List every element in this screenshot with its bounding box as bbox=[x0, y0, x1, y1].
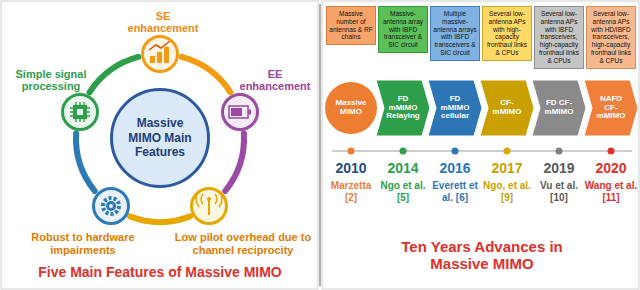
ring-arc bbox=[182, 57, 231, 92]
timeline-dot bbox=[400, 148, 407, 155]
center-title: Massive MIMO Main Features bbox=[121, 116, 199, 159]
milestone-text: CF-mMIMO bbox=[490, 99, 524, 117]
reference-label: Ngo et al. [5] bbox=[376, 180, 430, 203]
timeline-dot bbox=[608, 148, 615, 155]
chevron-fill bbox=[532, 80, 586, 136]
feature-icon: Simple signal processing bbox=[61, 93, 99, 131]
box-text: Massive number of antennas & RF chains bbox=[329, 10, 373, 41]
milestone-text: Massive MIMO bbox=[330, 99, 372, 117]
panel-caption: Five Main Features of Massive MIMO bbox=[10, 264, 310, 280]
box-text: Several low-antenna APs with high-capaci… bbox=[485, 10, 529, 57]
milestone-text: FD mMIMO Relaying bbox=[386, 95, 420, 121]
feature-label: Low pilot overhead due to channel recipr… bbox=[173, 231, 313, 256]
timeline-dot bbox=[504, 148, 511, 155]
feature-label: EE enhancement bbox=[235, 68, 315, 93]
reference-label: Wang et al. [11] bbox=[584, 180, 638, 203]
robust-icon bbox=[94, 189, 128, 223]
feature-icon: Robust to hardware impairments bbox=[92, 187, 130, 225]
timeline bbox=[332, 150, 632, 152]
year-label: 2010 bbox=[324, 160, 378, 176]
description-box: Several low-antenna APs with high-capaci… bbox=[482, 6, 532, 61]
timeline-dot bbox=[556, 148, 563, 155]
feature-label: Simple signal processing bbox=[11, 68, 91, 93]
milestone-text: NAFD CF-mMIMO bbox=[594, 95, 628, 121]
pilot-icon bbox=[192, 189, 226, 223]
year-label: 2017 bbox=[480, 160, 534, 176]
milestone-arrow: FD mMIMO Relaying bbox=[376, 80, 430, 136]
feature-icon: SE enhancement bbox=[141, 35, 179, 73]
feature-label: SE enhancement bbox=[123, 10, 203, 35]
chip-icon bbox=[63, 95, 97, 129]
ring-arc bbox=[225, 134, 244, 191]
left-panel-frame bbox=[1, 1, 318, 289]
feature-label: Robust to hardware impairments bbox=[23, 231, 143, 256]
description-box: Several low-antenna APs with HD/IBFD tra… bbox=[586, 6, 636, 69]
milestone-arrow: CF-mMIMO bbox=[480, 80, 534, 136]
panel-caption: Ten Years Advances in Massive MIMO bbox=[382, 238, 582, 273]
reference-label: Everett et al. [6] bbox=[428, 180, 482, 203]
description-box: Massive-antenna array with IBFD transcei… bbox=[378, 6, 428, 53]
timeline-dot bbox=[348, 148, 355, 155]
feature-icon: Low pilot overhead due to channel recipr… bbox=[190, 187, 228, 225]
year-label: 2019 bbox=[532, 160, 586, 176]
right-panel-frame bbox=[322, 1, 639, 289]
box-text: Massive-antenna array with IBFD transcei… bbox=[381, 10, 425, 49]
feature-icon: EE enhancement bbox=[221, 93, 259, 131]
ee-icon bbox=[223, 95, 257, 129]
milestone-arrow: FD mMIMO cellular bbox=[428, 80, 482, 136]
description-box: Several low-antenna APs with IBFD transc… bbox=[534, 6, 584, 69]
reference-label: Ngo, et al. [9] bbox=[480, 180, 534, 203]
milestone-arrow: FD CF-mMIMO bbox=[532, 80, 586, 136]
milestone-circle-fill bbox=[325, 82, 377, 134]
box-text: Several low-antenna APs with IBFD transc… bbox=[537, 10, 581, 65]
chevron-fill bbox=[584, 80, 638, 136]
se-icon bbox=[143, 37, 177, 71]
box-text: Several low-antenna APs with HD/IBFD tra… bbox=[589, 10, 633, 65]
chevron-fill bbox=[480, 80, 534, 136]
milestone-text: FD CF-mMIMO bbox=[542, 99, 576, 117]
year-label: 2016 bbox=[428, 160, 482, 176]
center-circle: Massive MIMO Main Features bbox=[110, 88, 210, 188]
milestone-arrow: NAFD CF-mMIMO bbox=[584, 80, 638, 136]
chevron-fill bbox=[428, 80, 482, 136]
ring-arc bbox=[130, 216, 190, 222]
reference-label: Vu et al. [10] bbox=[532, 180, 586, 203]
milestone-text: FD mMIMO cellular bbox=[438, 95, 472, 121]
chevron-fill bbox=[376, 80, 430, 136]
description-box: Massive number of antennas & RF chains bbox=[326, 6, 376, 45]
box-text: Multiple massive-antenna arrays with IBF… bbox=[433, 10, 477, 57]
milestone-arrow: Massive MIMO bbox=[324, 80, 378, 136]
timeline-dot bbox=[452, 148, 459, 155]
ring-arc bbox=[90, 57, 139, 92]
year-label: 2014 bbox=[376, 160, 430, 176]
panel-divider bbox=[319, 4, 321, 286]
year-label: 2020 bbox=[584, 160, 638, 176]
reference-label: Marzetta [2] bbox=[324, 180, 378, 203]
description-box: Multiple massive-antenna arrays with IBF… bbox=[430, 6, 480, 61]
ring-arc bbox=[76, 134, 95, 191]
